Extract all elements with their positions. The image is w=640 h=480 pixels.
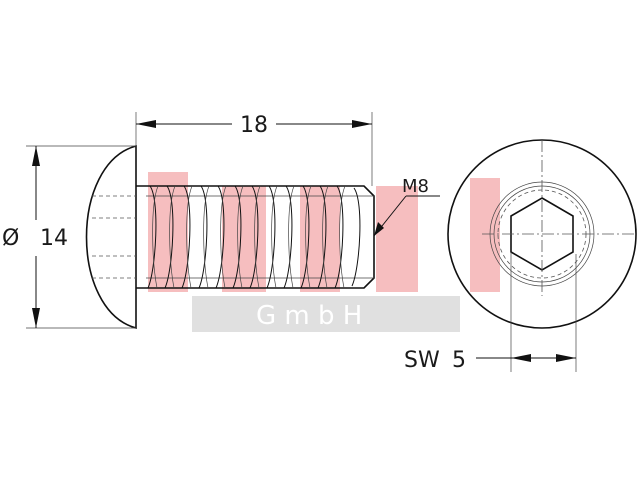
- wrench-size-dimension: SW 5: [404, 252, 577, 373]
- watermark-red-bar-4: [376, 186, 418, 292]
- watermark-logo: G m b H: [148, 172, 500, 332]
- thread-helix-back: [152, 185, 346, 289]
- sw-label: SW: [404, 348, 440, 373]
- watermark-text: G m b H: [256, 301, 362, 331]
- sw-arrow-left: [511, 354, 531, 362]
- thread-leader-arrow: [374, 222, 384, 236]
- end-view: [447, 139, 637, 329]
- length-value: 18: [240, 113, 268, 138]
- length-dimension: 18: [135, 112, 373, 186]
- screw-head-dome: [85, 144, 137, 330]
- watermark-red-bar-5: [470, 178, 500, 292]
- diameter-value: 14: [40, 226, 68, 251]
- diameter-arrow-bottom: [32, 308, 40, 328]
- watermark-red-bar-2: [222, 186, 266, 292]
- thread-size: M8: [402, 176, 429, 197]
- side-view: [85, 144, 375, 330]
- sw-value: 5: [452, 348, 466, 373]
- thread-callout: M8: [373, 176, 440, 237]
- thread-helix: [147, 185, 361, 289]
- diameter-symbol: Ø: [2, 226, 19, 251]
- length-arrow-left: [136, 120, 156, 128]
- length-arrow-right: [352, 120, 372, 128]
- screw-shank: [136, 185, 375, 289]
- diameter-dimension: Ø 14: [2, 145, 136, 329]
- diameter-arrow-top: [32, 146, 40, 166]
- watermark-red-bar-1: [148, 172, 188, 292]
- sw-arrow-right: [556, 354, 576, 362]
- watermark-band: [192, 296, 460, 332]
- watermark-red-bar-3: [300, 186, 340, 292]
